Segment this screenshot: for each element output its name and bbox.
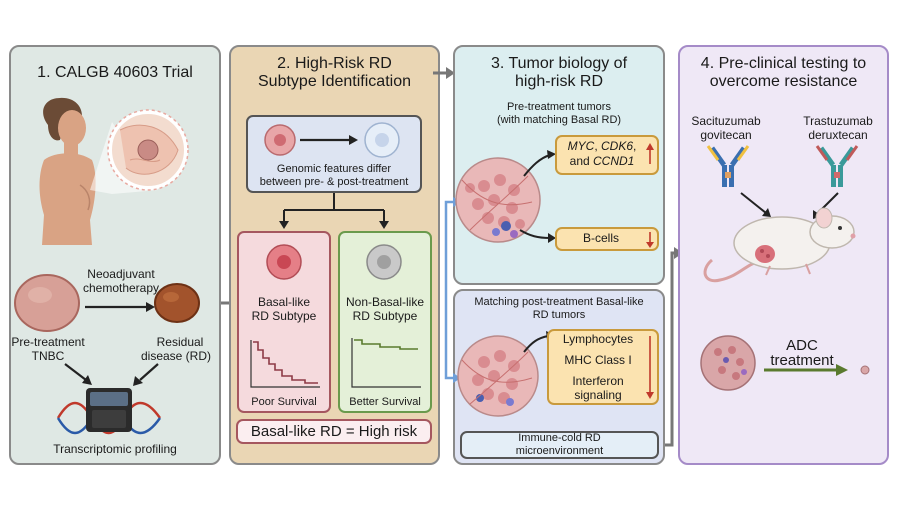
gene-myc: MYC xyxy=(567,139,595,153)
residual-label: Residual xyxy=(156,335,204,349)
panel3-title-line1: 3. Tumor biology of xyxy=(490,55,628,72)
basal-line1: Basal-like xyxy=(257,295,311,309)
bcells-label: B-cells xyxy=(582,231,619,245)
basal-line2: RD Subtype xyxy=(251,309,317,323)
gene-ccnd1: CCND1 xyxy=(593,154,635,168)
adc-line1: ADC xyxy=(786,337,818,354)
better-survival-label: Better Survival xyxy=(349,396,421,408)
immune-cold-line1: Immune-cold RD xyxy=(518,432,601,444)
trastuzumab-line2: deruxtecan xyxy=(808,128,868,142)
interferon-line2: signaling xyxy=(574,388,622,402)
gene-cdk6: CDK6 xyxy=(600,139,633,153)
gene-sep2: , xyxy=(633,139,637,153)
pretreatment-label: Pre-treatment xyxy=(11,335,85,349)
genomic-features-line2: between pre- & post-treatment xyxy=(259,176,409,188)
genomic-features-line1: Genomic features differ xyxy=(276,163,392,175)
high-risk-box xyxy=(236,419,432,444)
trastuzumab-line1: Trastuzumab xyxy=(803,114,873,128)
nonbasal-line2: RD Subtype xyxy=(352,309,418,323)
immune-cold-box xyxy=(460,431,659,459)
panel3-title-line2: high-risk RD xyxy=(514,73,603,90)
gene-and: and xyxy=(569,154,593,168)
posttreatment-line2: RD tumors xyxy=(532,309,586,321)
sacituzumab-line2: govitecan xyxy=(700,128,752,142)
immune-cold-line2: microenvironment xyxy=(515,445,604,457)
pretreatment-tumors-line2: (with matching Basal RD) xyxy=(496,114,622,126)
oncogenes-box xyxy=(555,135,659,175)
posttreatment-line1: Matching post-treatment Basal-like xyxy=(474,296,644,308)
panel-preclinical-testing xyxy=(678,45,889,465)
adc-line2: treatment xyxy=(770,352,834,369)
chemotherapy-label: chemotherapy xyxy=(82,281,160,295)
panel1-title: 1. CALGB 40603 Trial xyxy=(37,64,193,81)
sacituzumab-line1: Sacituzumab xyxy=(691,114,761,128)
immune-markers-box xyxy=(547,329,659,405)
nonbasal-line1: Non-Basal-like xyxy=(345,295,425,309)
panel4-title-line2: overcome resistance xyxy=(709,73,858,90)
tnbc-label: TNBC xyxy=(31,349,65,363)
panel2-title-line1: 2. High-Risk RD xyxy=(277,55,392,72)
bcells-box xyxy=(555,227,659,251)
neoadjuvant-label: Neoadjuvant xyxy=(87,267,155,281)
panel4-title-line1: 4. Pre-clinical testing to xyxy=(700,55,867,72)
gene-sep1: , xyxy=(594,139,601,153)
pretreatment-tumors-line1: Pre-treatment tumors xyxy=(507,101,611,113)
lymphocytes-label: Lymphocytes xyxy=(562,332,634,346)
panel2-title-line2: Subtype Identification xyxy=(258,73,411,90)
transcriptomic-profiling-label: Transcriptomic profiling xyxy=(53,442,177,456)
poor-survival-label: Poor Survival xyxy=(251,396,317,408)
oncogenes-line1: MYC, CDK6, xyxy=(560,139,644,154)
residual-disease-label: disease (RD) xyxy=(140,349,212,363)
interferon-line1: Interferon xyxy=(572,374,624,388)
high-risk-label: Basal-like RD = High risk xyxy=(250,423,418,440)
mhc-label: MHC Class I xyxy=(564,353,632,367)
panel-calgb-trial xyxy=(9,45,221,465)
oncogenes-line2: and CCND1 xyxy=(560,154,644,169)
